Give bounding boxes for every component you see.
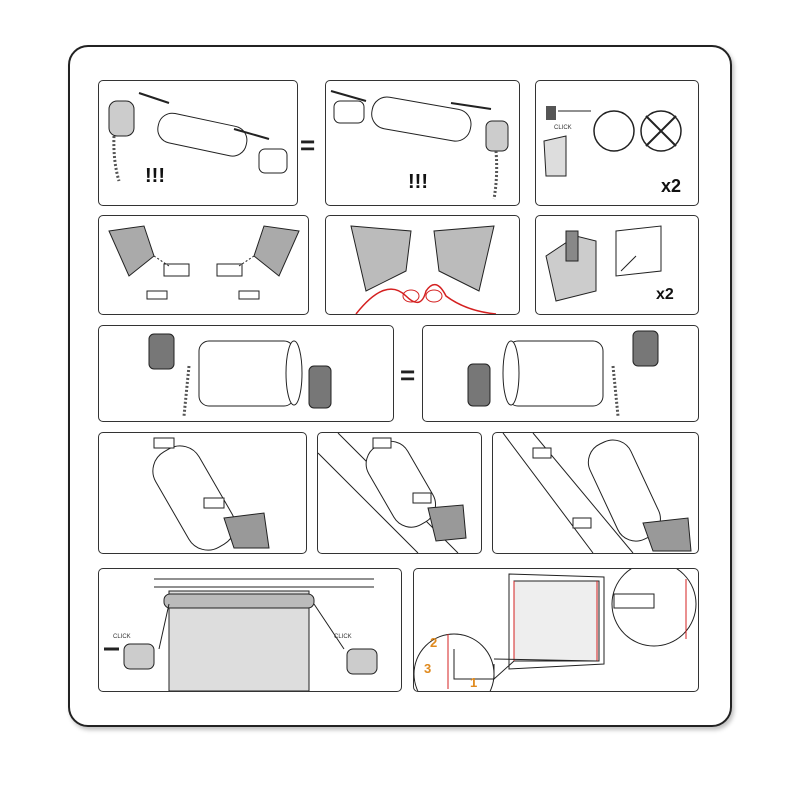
step-panel-1a: !!! [98, 80, 298, 206]
bracket-click-illustration [543, 106, 682, 177]
step-panel-2b [325, 215, 520, 315]
wall-mount-illustration [318, 433, 467, 553]
hook-install-illustration [152, 437, 270, 551]
step-panel-1b: !!! [325, 80, 520, 206]
bracket-mount-illustration [545, 225, 662, 302]
step-panel-2a [98, 215, 309, 315]
step-panel-1c: CLICK x2 [535, 80, 699, 206]
step-panel-4a [98, 432, 307, 554]
roller-assembly-right-illustration [330, 90, 509, 200]
bracket-clip-attach-illustration [108, 225, 300, 300]
click-label: CLICK [554, 125, 572, 131]
blind-click-in-illustration [104, 578, 378, 691]
warning-mark: !!! [145, 165, 165, 187]
equals-sign: = [300, 130, 316, 160]
roller-end-caps-right-illustration [467, 330, 659, 417]
step-number: 3 [424, 661, 432, 676]
step-panel-5a: CLICK CLICK [98, 568, 402, 692]
chain-tension-illustration [414, 569, 697, 691]
click-label: CLICK [334, 634, 352, 640]
ceiling-mount-illustration [502, 433, 692, 553]
step-panel-3a [98, 325, 394, 422]
step-panel-4b [317, 432, 482, 554]
cord-tie-illustration [350, 225, 497, 314]
step-panel-4c [492, 432, 699, 554]
step-number: 2 [430, 635, 438, 650]
roller-end-caps-left-illustration [148, 333, 332, 417]
step-panel-3b [422, 325, 699, 422]
click-label: CLICK [113, 634, 131, 640]
step-panel-2c: x2 [535, 215, 699, 315]
warning-mark: !!! [408, 171, 428, 193]
quantity-label: x2 [656, 286, 674, 303]
step-panel-5b: 2 3 1 [413, 568, 699, 692]
roller-assembly-left-illustration [108, 92, 288, 182]
quantity-label: x2 [661, 176, 682, 196]
equals-sign: = [400, 360, 416, 390]
step-number: 1 [470, 675, 478, 690]
